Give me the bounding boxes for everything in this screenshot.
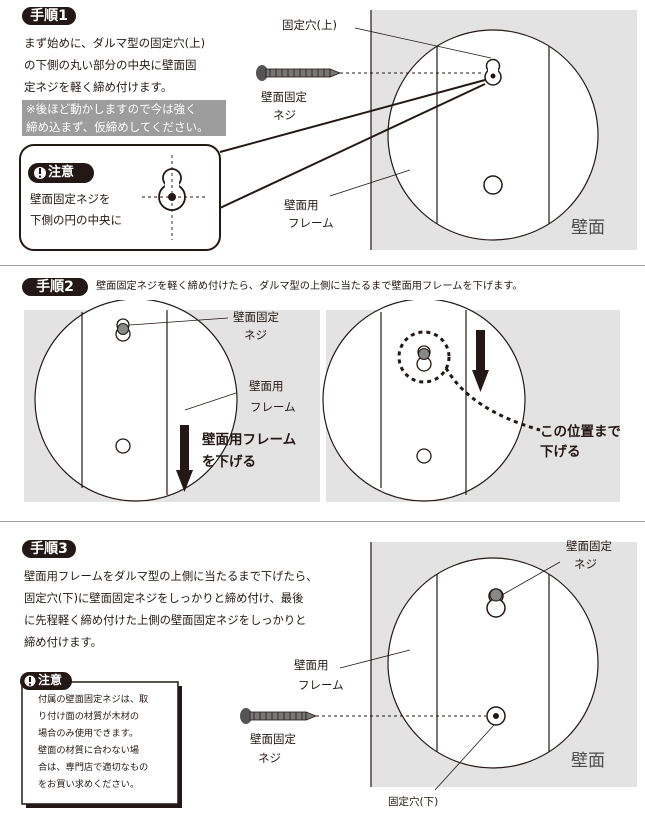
step2-label-screw-2: ネジ xyxy=(244,328,267,342)
step3-text-line-1: 壁面用フレームをダルマ型の上側に当たるまで下げたら、 xyxy=(24,570,318,583)
step1-diagram xyxy=(19,10,637,251)
step3-label-frame-1: 壁面用 xyxy=(294,658,329,672)
step3-diagram xyxy=(20,542,637,808)
step3-caution-line-2: り付け面の材質が木材の xyxy=(38,711,140,722)
step3-label-screw-top-1: 壁面固定 xyxy=(566,539,612,553)
step1-text-line-1: まず始めに、ダルマ型の固定穴(上) xyxy=(24,36,206,50)
step1-caution-badge: 注意 xyxy=(48,165,75,180)
step2-badge: 手順2 xyxy=(22,278,88,296)
step1-badge: 手順1 xyxy=(22,7,76,25)
step1-label-screw-1: 壁面固定 xyxy=(261,90,307,104)
step1-text-line-3: 定ネジを軽く締め付けます。 xyxy=(24,80,173,94)
divider-1 xyxy=(0,265,645,266)
step3-caution-box xyxy=(21,681,179,805)
step3-text-line-2: 固定穴(下)に壁面固定ネジをしっかりと締め付け、最後 xyxy=(24,592,304,605)
step1-label-screw-2: ネジ xyxy=(273,108,296,122)
step3-label-screw-top-2: ネジ xyxy=(574,557,597,571)
step1-note-line-2: 締め込まず、仮締めしてください。 xyxy=(22,118,226,136)
step3-badge: 手順3 xyxy=(22,540,76,558)
step3-caution-line-6: をお買い求めください。 xyxy=(38,779,140,790)
step2-right-down-arrow-icon xyxy=(472,330,489,392)
step1-screw-icon xyxy=(256,65,342,81)
step3-text-line-3: に先程軽く締め付けた上側の壁面固定ネジをしっかりと xyxy=(24,614,307,627)
step2-label-frame-1: 壁面用 xyxy=(249,379,284,393)
step1-note-line-1: ※後ほど動かしますので今は強く xyxy=(22,100,226,118)
step2-label-position-2: 下げる xyxy=(540,444,581,460)
step3-screw-icon xyxy=(240,708,318,724)
step3-caution-line-4: 壁面の材質に合わない場 xyxy=(38,745,140,756)
step1-label-wall: 壁面 xyxy=(571,218,605,238)
step1-label-hole-top: 固定穴(上) xyxy=(282,18,337,32)
step1-label-frame-2: フレーム xyxy=(288,216,334,230)
step1-caution-line-1: 壁面固定ネジを xyxy=(30,192,111,206)
step2-heading: 壁面固定ネジを軽く締め付けたら、ダルマ型の上側に当たるまで壁面用フレームを下げま… xyxy=(96,281,523,292)
step3-label-screw-left-1: 壁面固定 xyxy=(250,732,296,746)
step3-text-line-4: 締め付けます。 xyxy=(24,636,102,649)
divider-2 xyxy=(0,521,645,522)
step3-label-screw-left-2: ネジ xyxy=(258,751,281,765)
step2-label-frame-2: フレーム xyxy=(250,400,296,414)
step2-label-position-1: この位置まで xyxy=(540,424,621,440)
step3-caution-badge: 注意 xyxy=(38,673,63,687)
step3-caution-line-1: 付属の壁面固定ネジは、取 xyxy=(38,694,149,705)
step1-text-line-2: の下側の丸い部分の中央に壁面固 xyxy=(24,58,197,72)
step2-label-lower-2: を下げる xyxy=(202,454,256,470)
step1-caution-keyhole xyxy=(142,155,205,240)
step1-caution-line-2: 下側の円の中央に xyxy=(30,213,122,227)
step2-down-arrow-icon xyxy=(176,425,193,492)
step3-label-frame-2: フレーム xyxy=(298,678,344,692)
step2-position-highlight xyxy=(397,330,451,384)
step2-label-lower-1: 壁面用フレーム xyxy=(202,432,297,448)
step1-label-frame-1: 壁面用 xyxy=(284,198,319,212)
step3-label-hole-bottom: 固定穴(下) xyxy=(388,796,439,808)
step1-frame-circle xyxy=(387,29,599,241)
step2-diagram xyxy=(24,300,620,502)
step3-caution-line-5: 合は、専門店で適切なもの xyxy=(38,762,149,773)
step3-caution-line-3: 場合のみ使用できます。 xyxy=(38,728,139,739)
step3-label-wall: 壁面 xyxy=(571,751,605,771)
step2-label-screw-1: 壁面固定 xyxy=(233,310,279,324)
